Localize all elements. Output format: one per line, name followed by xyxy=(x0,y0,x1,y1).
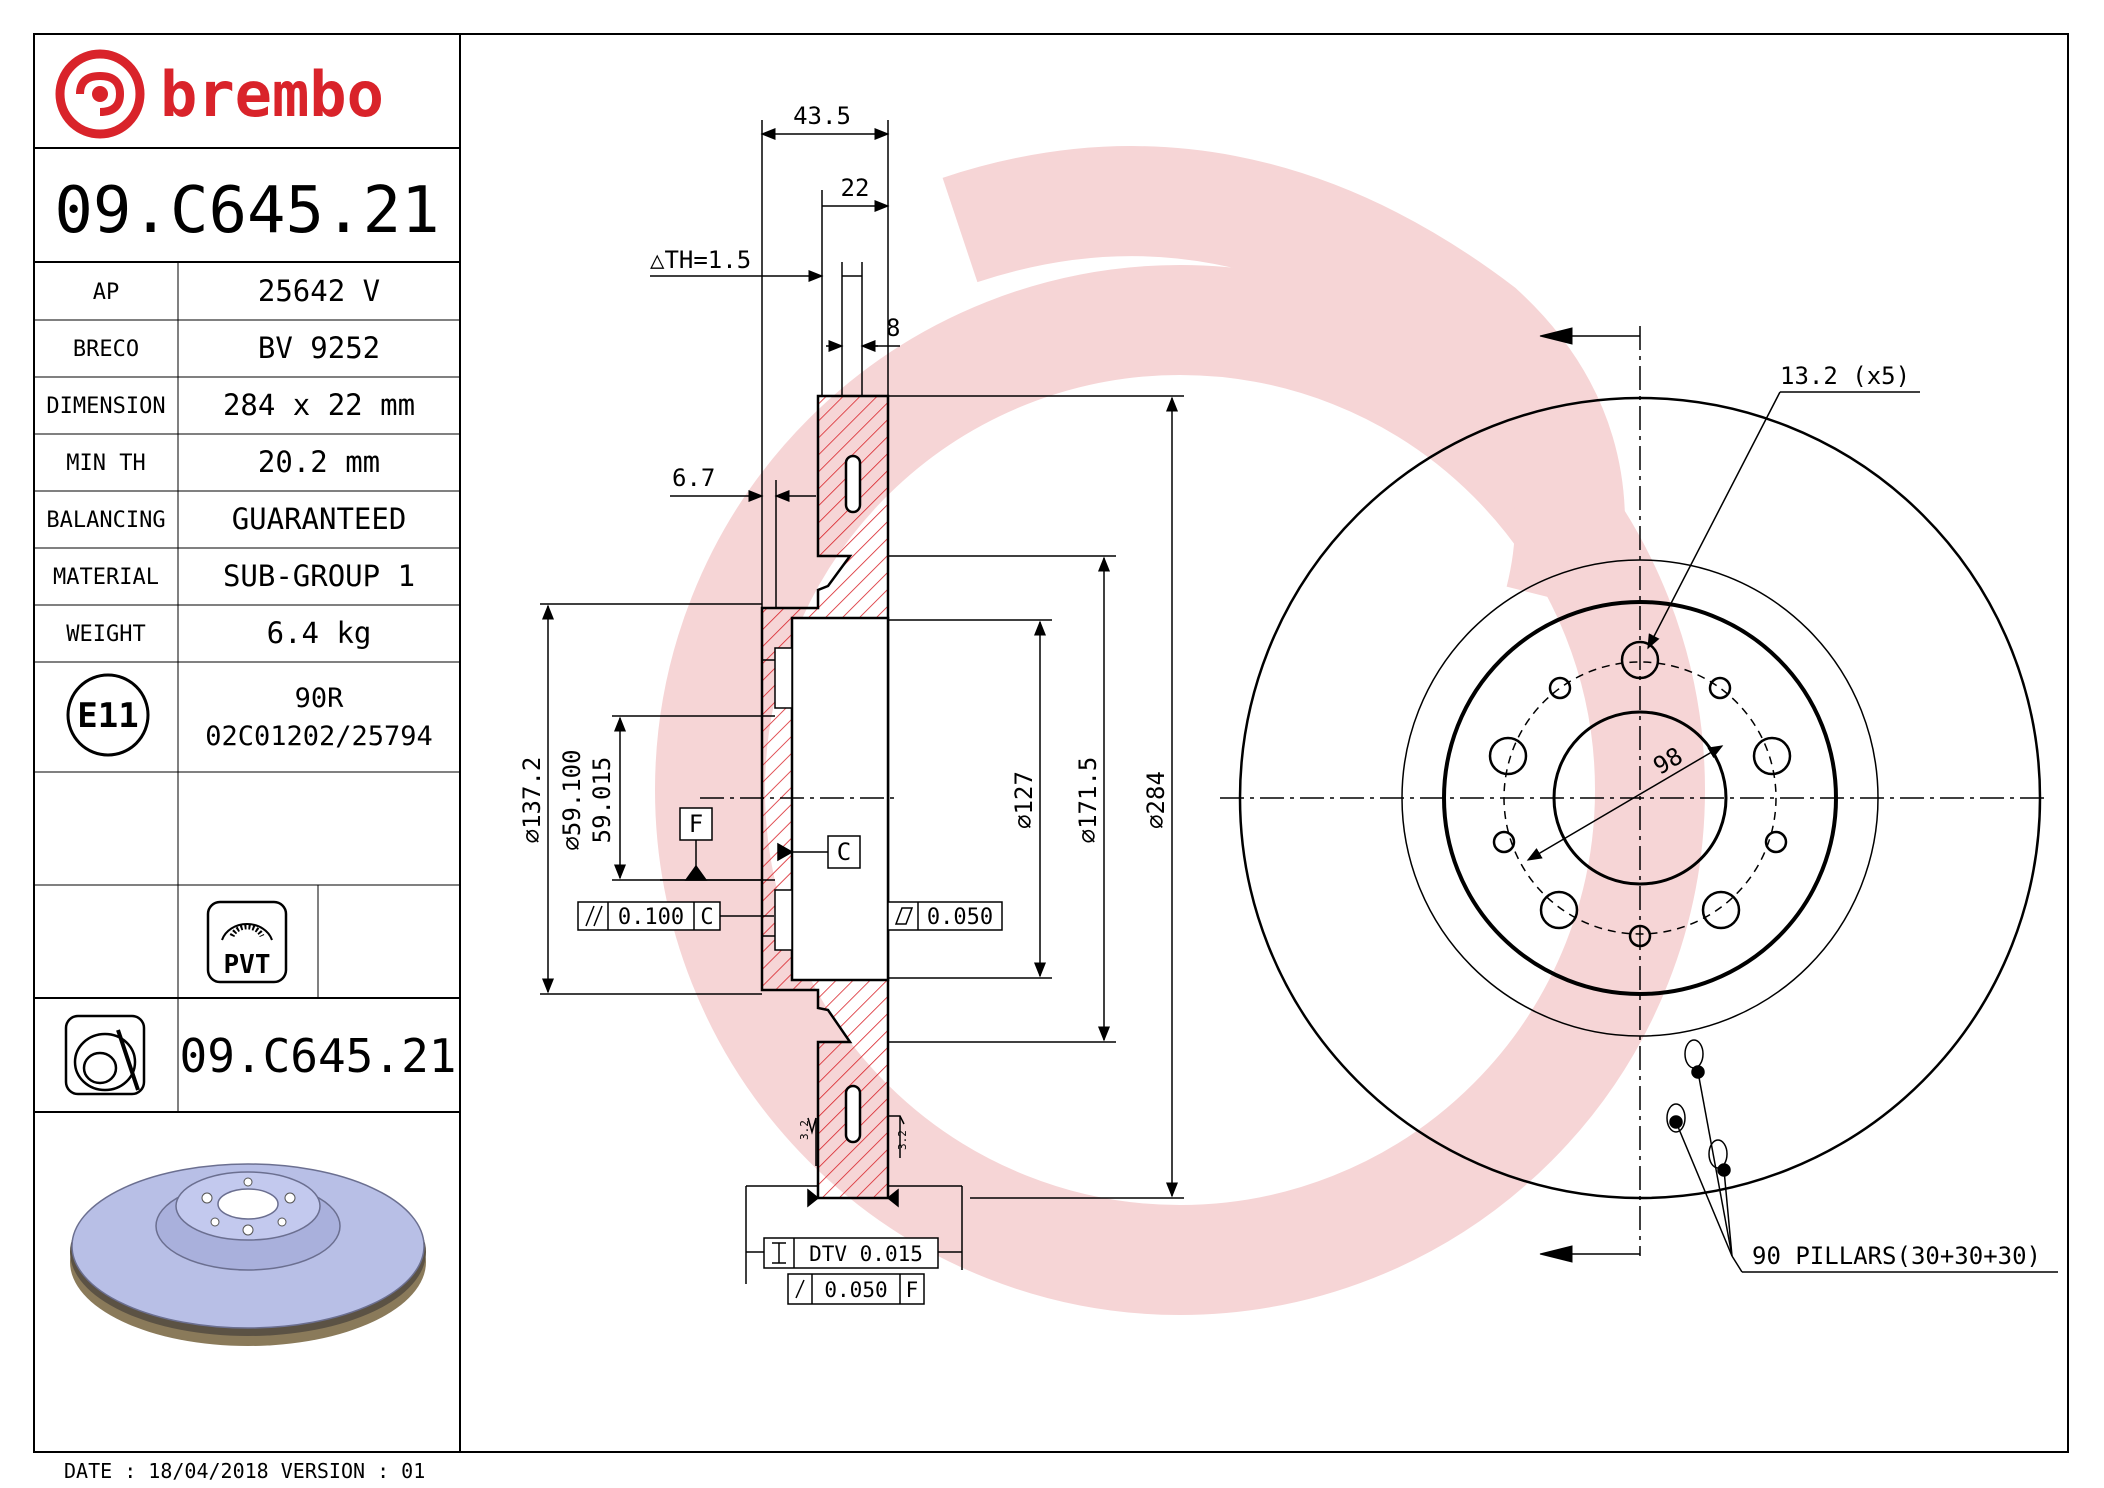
dim-59-015: 59.015 xyxy=(588,757,616,844)
dim-127: ⌀127 xyxy=(1010,771,1038,829)
dim-59-100: ⌀59.100 xyxy=(558,749,586,850)
flatness-tolerance: 0.050 xyxy=(927,905,993,930)
dim-171-5: ⌀171.5 xyxy=(1074,757,1102,844)
dim-284: ⌀284 xyxy=(1142,771,1170,829)
spec-label: MATERIAL xyxy=(53,565,159,590)
runout-tolerance: 0.050 xyxy=(824,1278,887,1302)
section-view-labels: 43.5 22 △TH=1.5 8 6.7 ⌀137.2 ⌀59.100 59.… xyxy=(518,102,1170,1302)
spec-value: 25642 V xyxy=(258,274,380,308)
spec-value: 284 x 22 mm xyxy=(223,388,415,422)
sheet-border xyxy=(33,33,2069,1453)
brembo-wordmark: brembo xyxy=(160,58,384,131)
dim-22: 22 xyxy=(841,174,870,202)
dim-8: 8 xyxy=(886,314,900,342)
brembo-logo: brembo xyxy=(55,49,384,139)
section-view xyxy=(540,120,2050,1305)
disc-render xyxy=(70,1163,426,1346)
pillars-callout: 90 PILLARS(30+30+30) xyxy=(1752,1242,2041,1270)
dim-6-7: 6.7 xyxy=(672,464,715,492)
spec-table-grid xyxy=(34,147,460,1113)
front-view xyxy=(1238,326,2058,1273)
runout-datum: F xyxy=(906,1278,919,1302)
spec-value: 6.4 kg xyxy=(267,616,372,650)
dtv-tolerance: DTV 0.015 xyxy=(809,1242,923,1266)
footer-date-version: DATE : 18/04/2018 VERSION : 01 xyxy=(64,1459,425,1483)
spec-rows: AP 25642 V BRECO BV 9252 DIMENSION 284 x… xyxy=(46,274,415,650)
parallelism-datum: C xyxy=(700,905,713,930)
spec-label: WEIGHT xyxy=(66,622,145,647)
spec-label: DIMENSION xyxy=(46,394,165,419)
pvt-icon: PVT xyxy=(206,900,288,984)
disc-thumbnail-icon xyxy=(64,1014,146,1096)
parallelism-tolerance: 0.100 xyxy=(618,905,684,930)
spec-label: MIN TH xyxy=(66,451,145,476)
spec-value: GUARANTEED xyxy=(232,502,407,536)
dim-137-2: ⌀137.2 xyxy=(518,757,546,844)
datum-c: C xyxy=(837,838,851,866)
approval-e11: E11 xyxy=(77,696,138,736)
approval-mark: E11 90R 02C01202/25794 xyxy=(66,673,433,757)
approval-line1: 90R xyxy=(295,683,345,714)
hat-outer xyxy=(1442,600,1838,996)
bolt-holes xyxy=(1488,640,1792,948)
spec-value: 20.2 mm xyxy=(258,445,380,479)
front-view-labels: 13.2 (x5) 98 90 PILLARS(30+30+30) xyxy=(1648,362,2041,1270)
spec-value: BV 9252 xyxy=(258,331,380,365)
datum-f: F xyxy=(689,810,703,838)
roughness-right: 3.2 xyxy=(896,1130,909,1150)
approval-line2: 02C01202/25794 xyxy=(205,721,433,752)
spec-value: SUB-GROUP 1 xyxy=(223,559,415,593)
spec-label: BALANCING xyxy=(46,508,165,533)
part-number: 09.C645.21 xyxy=(54,174,439,248)
roughness-left: 3.2 xyxy=(798,1120,811,1140)
spec-label: BRECO xyxy=(73,337,139,362)
spec-label: AP xyxy=(93,280,120,305)
hole-callout: 13.2 (x5) xyxy=(1780,362,1910,390)
pillars xyxy=(1666,1039,1731,1177)
dim-43-5: 43.5 xyxy=(793,102,851,130)
dim-thickness-variation: △TH=1.5 xyxy=(650,246,751,274)
bottom-part-number: 09.C645.21 xyxy=(180,1029,457,1083)
pvt-label: PVT xyxy=(224,950,271,980)
